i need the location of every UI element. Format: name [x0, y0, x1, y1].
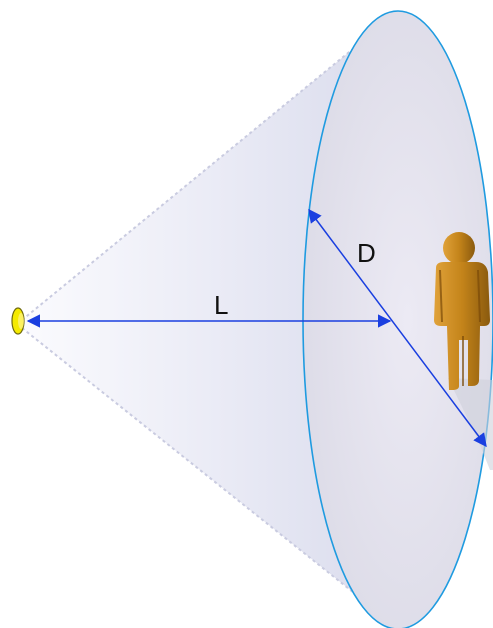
cone-lower-edge: [21, 327, 399, 628]
diameter-arrow: [308, 208, 487, 448]
diameter-label: D: [357, 238, 376, 268]
distance-label: L: [214, 290, 228, 320]
light-source-icon: [11, 307, 25, 335]
